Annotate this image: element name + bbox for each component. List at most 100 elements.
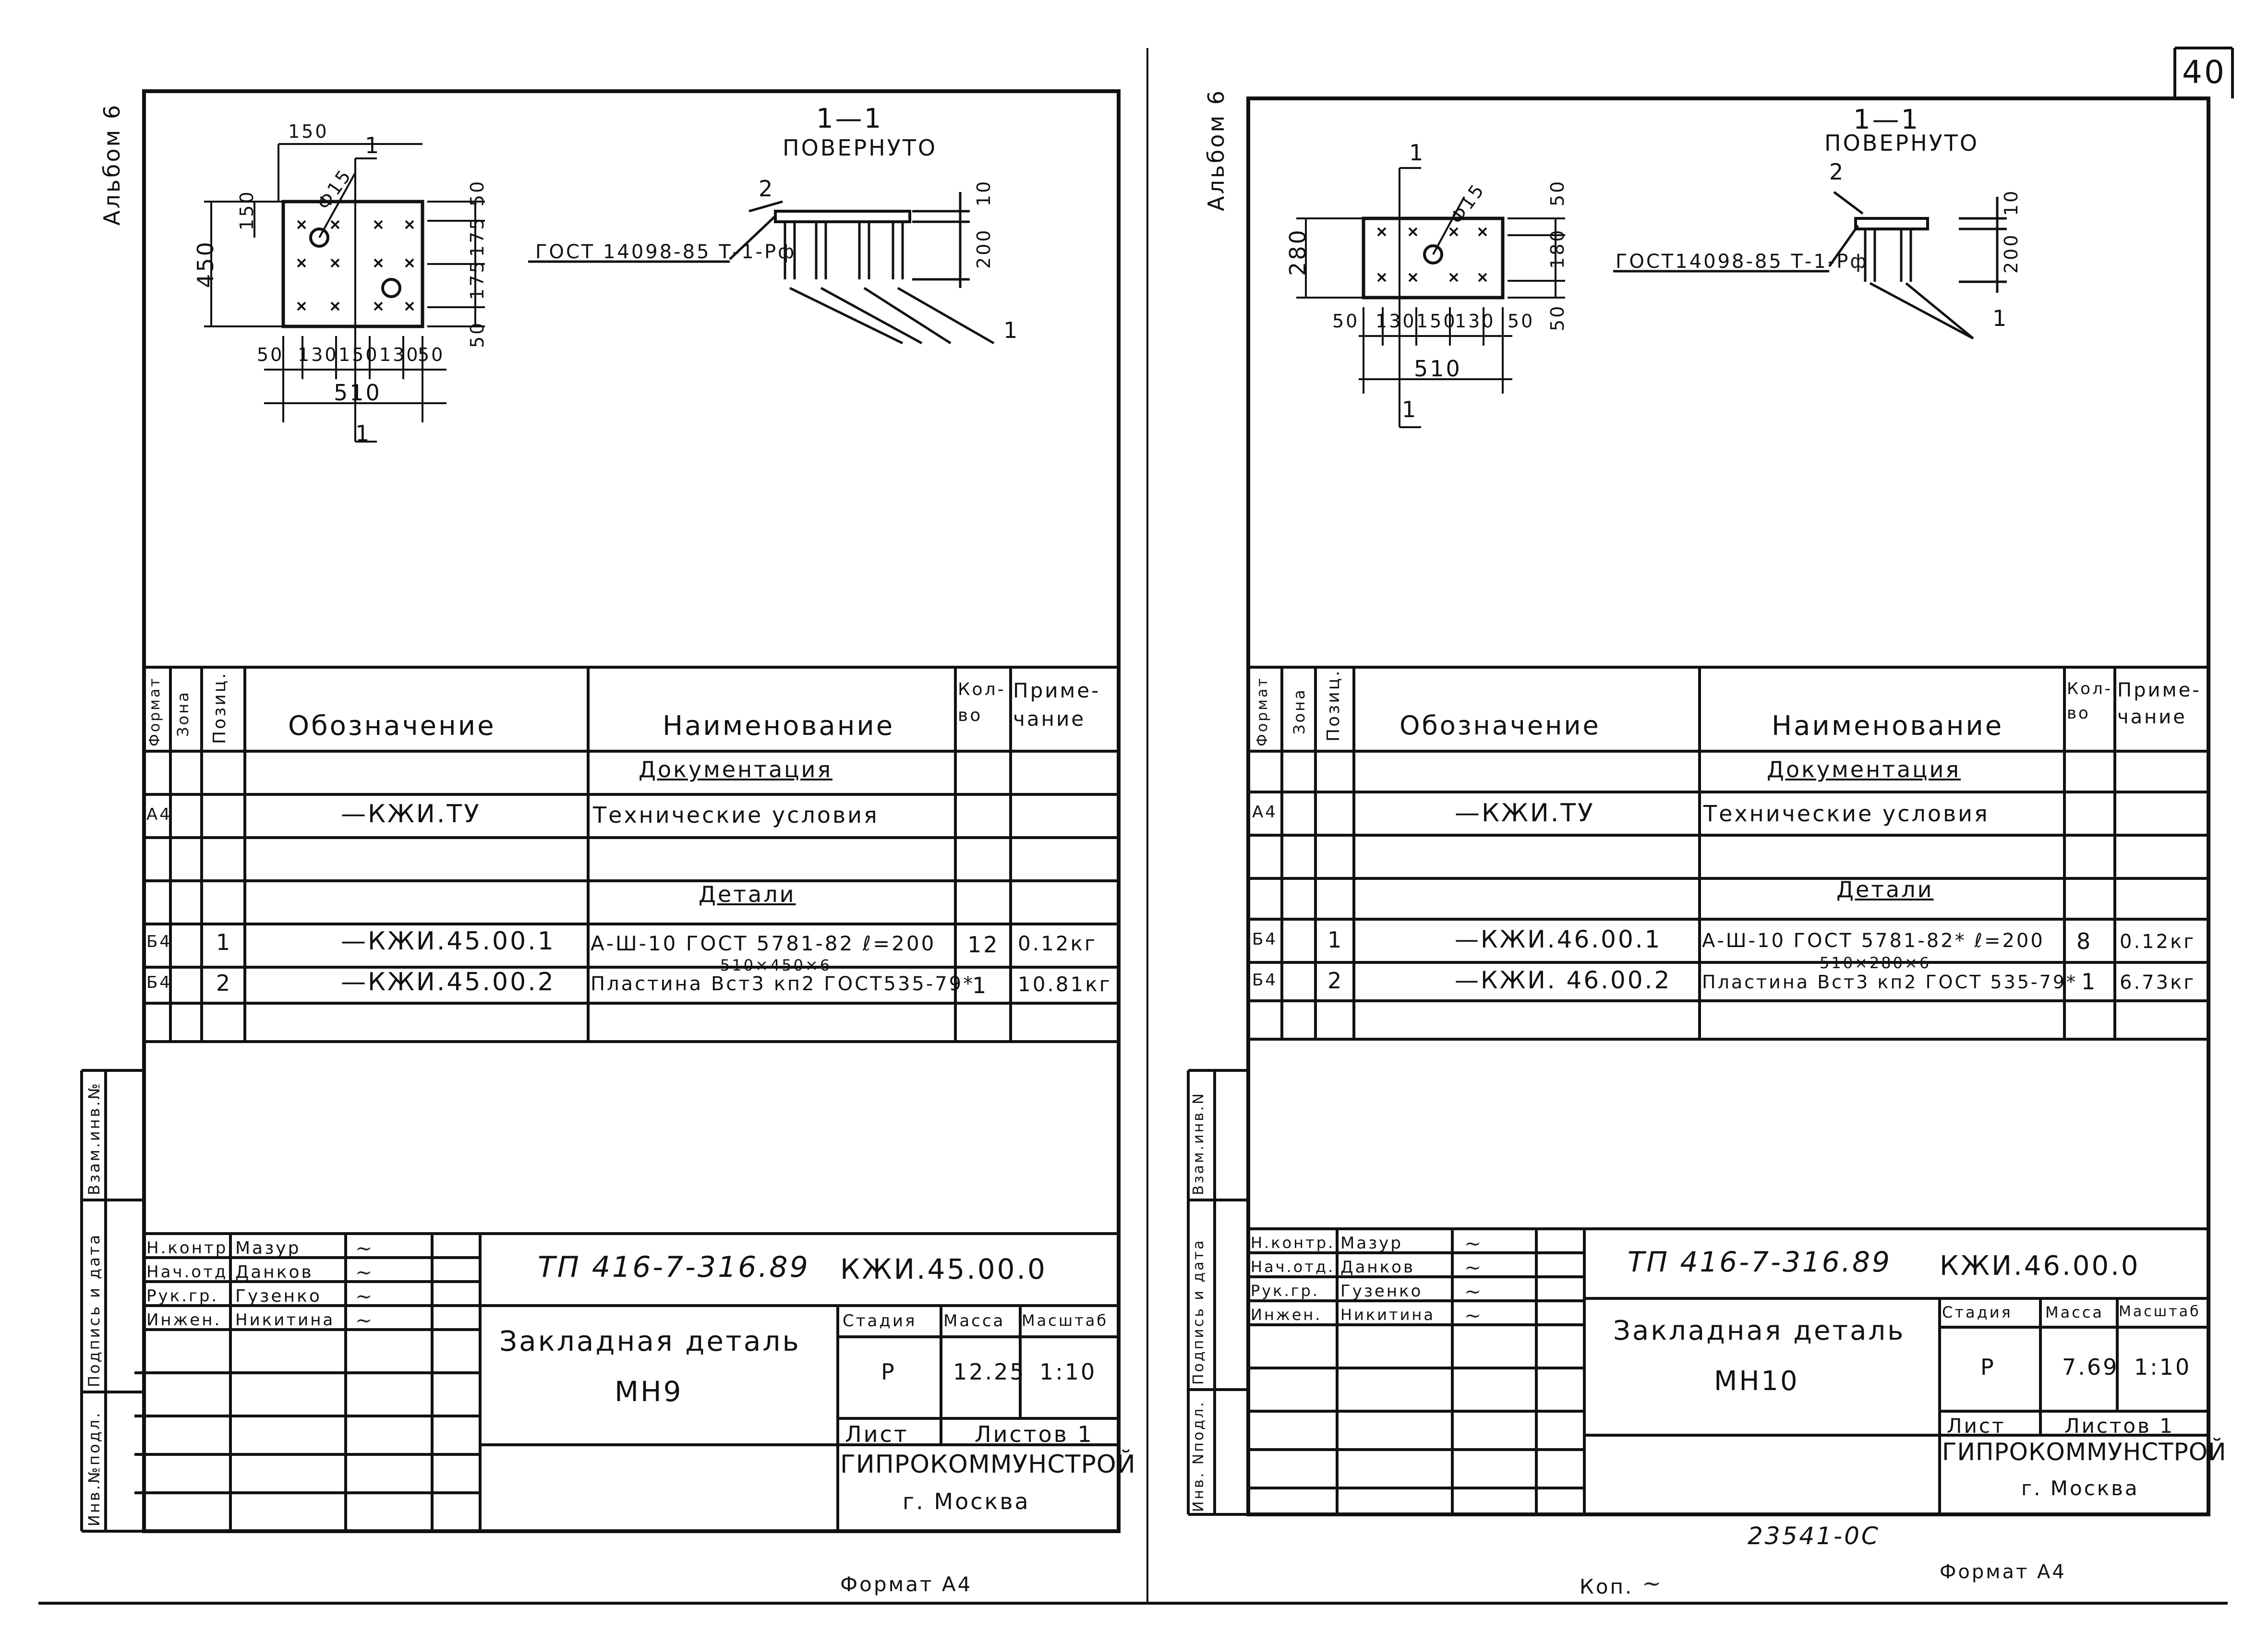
- row-format: Б4: [1252, 930, 1278, 949]
- dim-length: 200: [973, 228, 994, 269]
- tb-organization: ГИПРОКОММУНСТРОЙ: [840, 1450, 1136, 1479]
- col-note-header: Приме-чание: [1013, 679, 1101, 731]
- col-name-header: Наименование: [1772, 710, 2004, 742]
- position-label: 1: [1992, 305, 2009, 331]
- row-qty: 1: [972, 972, 989, 998]
- row-note: 0.12кг: [2120, 931, 2196, 953]
- col-zone-header: Зона: [1290, 688, 1308, 734]
- col-pos-header: Позиц.: [1324, 669, 1343, 742]
- dim-spacing: 150: [338, 344, 379, 365]
- row-name: Пластина Вст3 кп2 ГОСТ 535-79*: [1702, 972, 2077, 993]
- tb-name: Данков: [235, 1262, 314, 1282]
- tb-mass-label: Масса: [2045, 1303, 2104, 1321]
- row-pos: 2: [1327, 968, 1344, 994]
- row-qty: 1: [2081, 969, 2098, 995]
- section-documentation: Документация: [1767, 756, 1961, 782]
- row-format: Б4: [1252, 971, 1278, 990]
- dim-spacing: 130: [298, 344, 338, 365]
- dim-spacing: 130: [379, 344, 420, 365]
- col-format-header: Формат: [146, 676, 163, 746]
- dim-thickness: 10: [973, 179, 994, 206]
- tb-scale: 1:10: [1039, 1359, 1097, 1385]
- section-mark: 1: [1402, 396, 1418, 422]
- tb-scale-label: Масштаб: [2119, 1303, 2201, 1320]
- tb-stage: Р: [1980, 1354, 1996, 1380]
- side-label: Взам.инв.№: [85, 1081, 103, 1195]
- tb-name: Мазур: [235, 1238, 301, 1258]
- row-note: 10.81кг: [1018, 972, 1112, 996]
- row-note: 6.73кг: [2120, 972, 2196, 994]
- dim-right: 50: [467, 179, 488, 206]
- tb-role: Рук.гр.: [1251, 1282, 1320, 1300]
- gost-callout: ГОСТ14098-85 Т-1-Рф: [1616, 251, 1869, 273]
- doc-row-format: А4: [146, 805, 172, 824]
- signature-icon: ~: [355, 1284, 373, 1308]
- row-name: А-Ш-10 ГОСТ 5781-82 ℓ=200: [591, 932, 936, 955]
- signature-icon: ~: [1642, 1570, 1662, 1597]
- gost-callout: ГОСТ 14098-85 Т-1-Рф: [535, 241, 796, 263]
- section-title: 1—1: [1853, 104, 1920, 135]
- side-label: Взам.инв.N: [1190, 1092, 1207, 1195]
- section-mark: 1: [365, 132, 381, 158]
- col-designation-header: Обозначение: [288, 710, 496, 742]
- tb-city: г. Москва: [2021, 1476, 2139, 1500]
- side-label: Подпись и дата: [1190, 1238, 1207, 1385]
- tb-mass: 12.25: [953, 1359, 1026, 1385]
- tb-title: Закладная деталь: [1613, 1315, 1906, 1346]
- tb-sheet-label: Лист: [1947, 1414, 2006, 1438]
- tb-sheet-label: Лист: [845, 1421, 909, 1447]
- tb-stage: Р: [881, 1359, 896, 1385]
- tb-title-mark: МН10: [1714, 1366, 1799, 1397]
- dim-spacing: 150: [1416, 311, 1457, 332]
- section-details: Детали: [699, 881, 796, 907]
- col-format-header: Формат: [1254, 676, 1271, 746]
- col-note-header: Приме-чание: [2117, 679, 2201, 728]
- row-format: Б4: [146, 973, 172, 992]
- dim-top: 150: [288, 121, 329, 142]
- row-name: Пластина Вст3 кп2 ГОСТ535-79*: [591, 973, 975, 995]
- album-label: Альбом 6: [1203, 88, 1229, 211]
- dim-spacing: 50: [1332, 311, 1360, 332]
- tb-mass-label: Масса: [943, 1311, 1005, 1331]
- row-name-sup: 510×280×6: [1820, 954, 1931, 972]
- format-label: Формат А4: [840, 1572, 973, 1596]
- tb-role: Рук.гр.: [146, 1286, 219, 1306]
- tb-name: Никитина: [1340, 1306, 1435, 1324]
- tb-city: г. Москва: [903, 1488, 1030, 1514]
- tb-title-mark: МН9: [615, 1375, 683, 1408]
- col-zone-header: Зона: [174, 690, 192, 737]
- dim-spacing: 130: [1375, 311, 1416, 332]
- tb-role: Н.контр.: [146, 1238, 235, 1258]
- dim-right: 50: [1547, 304, 1568, 331]
- doc-row-designation: —КЖИ.ТУ: [341, 800, 481, 828]
- tb-code: КЖИ.45.00.0: [840, 1253, 1047, 1285]
- dim-height: 280: [1285, 228, 1311, 276]
- col-designation-header: Обозначение: [1399, 710, 1601, 741]
- section-details: Детали: [1836, 876, 1934, 902]
- tb-role: Нач.отд.: [1251, 1258, 1335, 1276]
- dim-thickness: 10: [2001, 189, 2022, 216]
- section-subtitle: ПОВЕРНУТО: [1824, 130, 1979, 156]
- section-mark: 1: [1409, 140, 1425, 166]
- tb-role: Инжен.: [1251, 1306, 1322, 1324]
- row-name-sup: 510×450×6: [720, 956, 832, 974]
- row-designation: —КЖИ.46.00.1: [1455, 925, 1662, 953]
- format-label: Формат А4: [1940, 1561, 2066, 1583]
- doc-row-name: Технические условия: [593, 802, 879, 828]
- dim-right: 180: [1547, 228, 1568, 269]
- tb-role: Инжен.: [146, 1310, 222, 1330]
- col-qty-header: Кол-во: [2067, 679, 2112, 723]
- signature-icon: ~: [355, 1236, 373, 1260]
- dim-right: 175: [467, 216, 488, 257]
- dim-spacing: 50: [418, 344, 445, 365]
- dim-length: 200: [2001, 233, 2022, 274]
- doc-row-name: Технические условия: [1703, 801, 1990, 827]
- col-name-header: Наименование: [663, 710, 895, 742]
- dim-spacing: 50: [257, 344, 284, 365]
- tb-stage-label: Стадия: [1942, 1303, 2013, 1321]
- dim-height: 450: [193, 240, 218, 288]
- side-label: Инв.№подл.: [85, 1411, 103, 1526]
- row-designation: —КЖИ.45.00.2: [341, 968, 555, 996]
- tb-name: Гузенко: [1340, 1282, 1423, 1301]
